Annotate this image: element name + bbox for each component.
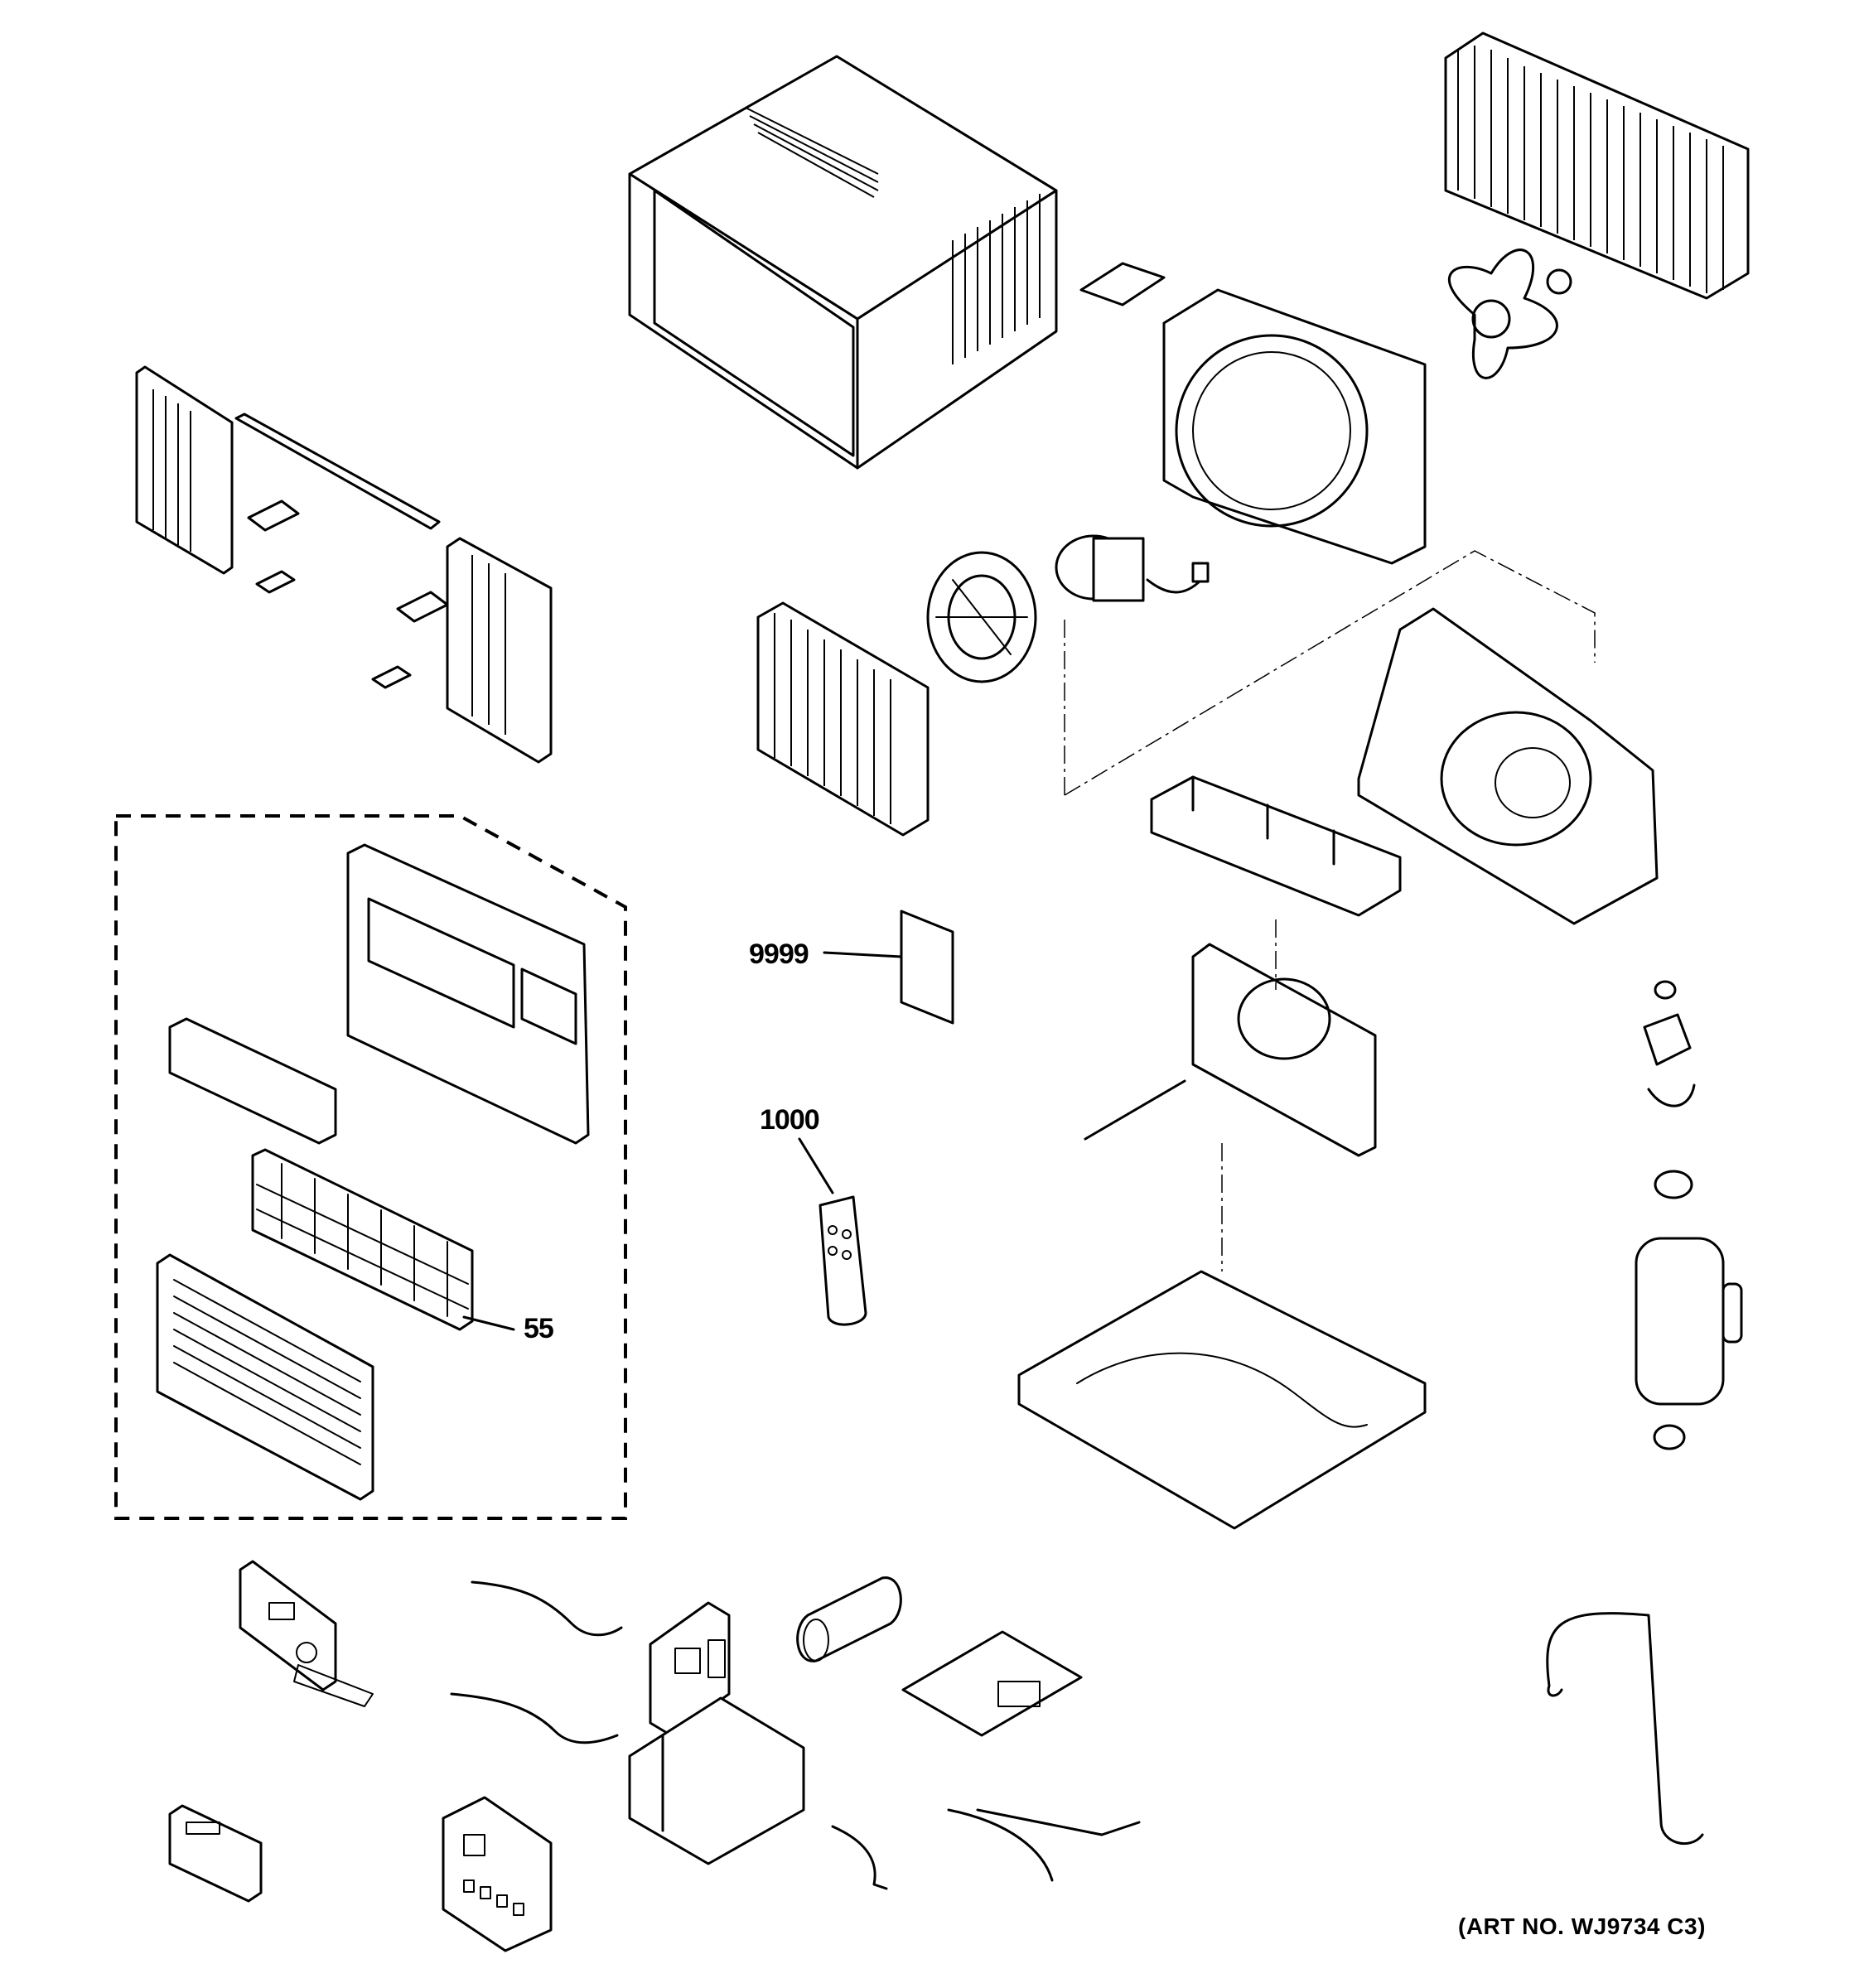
power-board (901, 1630, 1083, 1737)
fan-motor (1055, 534, 1210, 602)
assembly-lines (1064, 550, 1596, 1271)
fan-shroud (1079, 262, 1427, 565)
compressor (1635, 980, 1743, 1450)
electronic-control-board (649, 1601, 731, 1737)
ground-wire (831, 1825, 888, 1890)
callout-1000: 1000 (760, 1104, 820, 1136)
front-grille-frame (346, 843, 590, 1145)
condenser-fan-blade (1447, 248, 1572, 379)
control-box (628, 1696, 805, 1865)
condenser-coil (1444, 31, 1750, 300)
callout-leader-55 (462, 1315, 515, 1331)
window-side-curtain-left (135, 365, 234, 575)
control-board (239, 1560, 374, 1707)
owners-manual (900, 910, 954, 1025)
partition-panel (1084, 943, 1377, 1157)
air-filter (251, 1148, 474, 1331)
callout-55: 55 (524, 1313, 554, 1344)
window-side-curtain-right (446, 537, 553, 764)
blower-wheel (926, 551, 1037, 683)
front-panel (156, 1253, 374, 1501)
capacitor (796, 1576, 902, 1662)
wire-harness-2 (450, 1692, 619, 1744)
air-louver (168, 1017, 337, 1145)
window-top-rail (234, 413, 441, 530)
front-grille-group-box (114, 814, 627, 1520)
art-number: (ART NO. WJ9734 C3) (1458, 1913, 1706, 1939)
mounting-brackets (247, 499, 449, 689)
air-duct (1150, 775, 1402, 917)
evaporator-coil (756, 601, 930, 837)
control-panel-label (168, 1804, 263, 1903)
base-pan (1017, 1270, 1427, 1530)
wire-harness-1 (471, 1580, 623, 1637)
callout-9999: 9999 (749, 939, 809, 970)
cabinet-case (628, 55, 1058, 470)
callout-leader-1000 (798, 1137, 834, 1194)
refrigerant-tube (1546, 1612, 1704, 1846)
remote-control (819, 1195, 867, 1326)
control-panel-housing (442, 1796, 553, 1952)
callout-leader-9999 (823, 951, 903, 958)
blower-scroll-housing (1357, 607, 1659, 925)
power-cord (947, 1808, 1141, 1882)
